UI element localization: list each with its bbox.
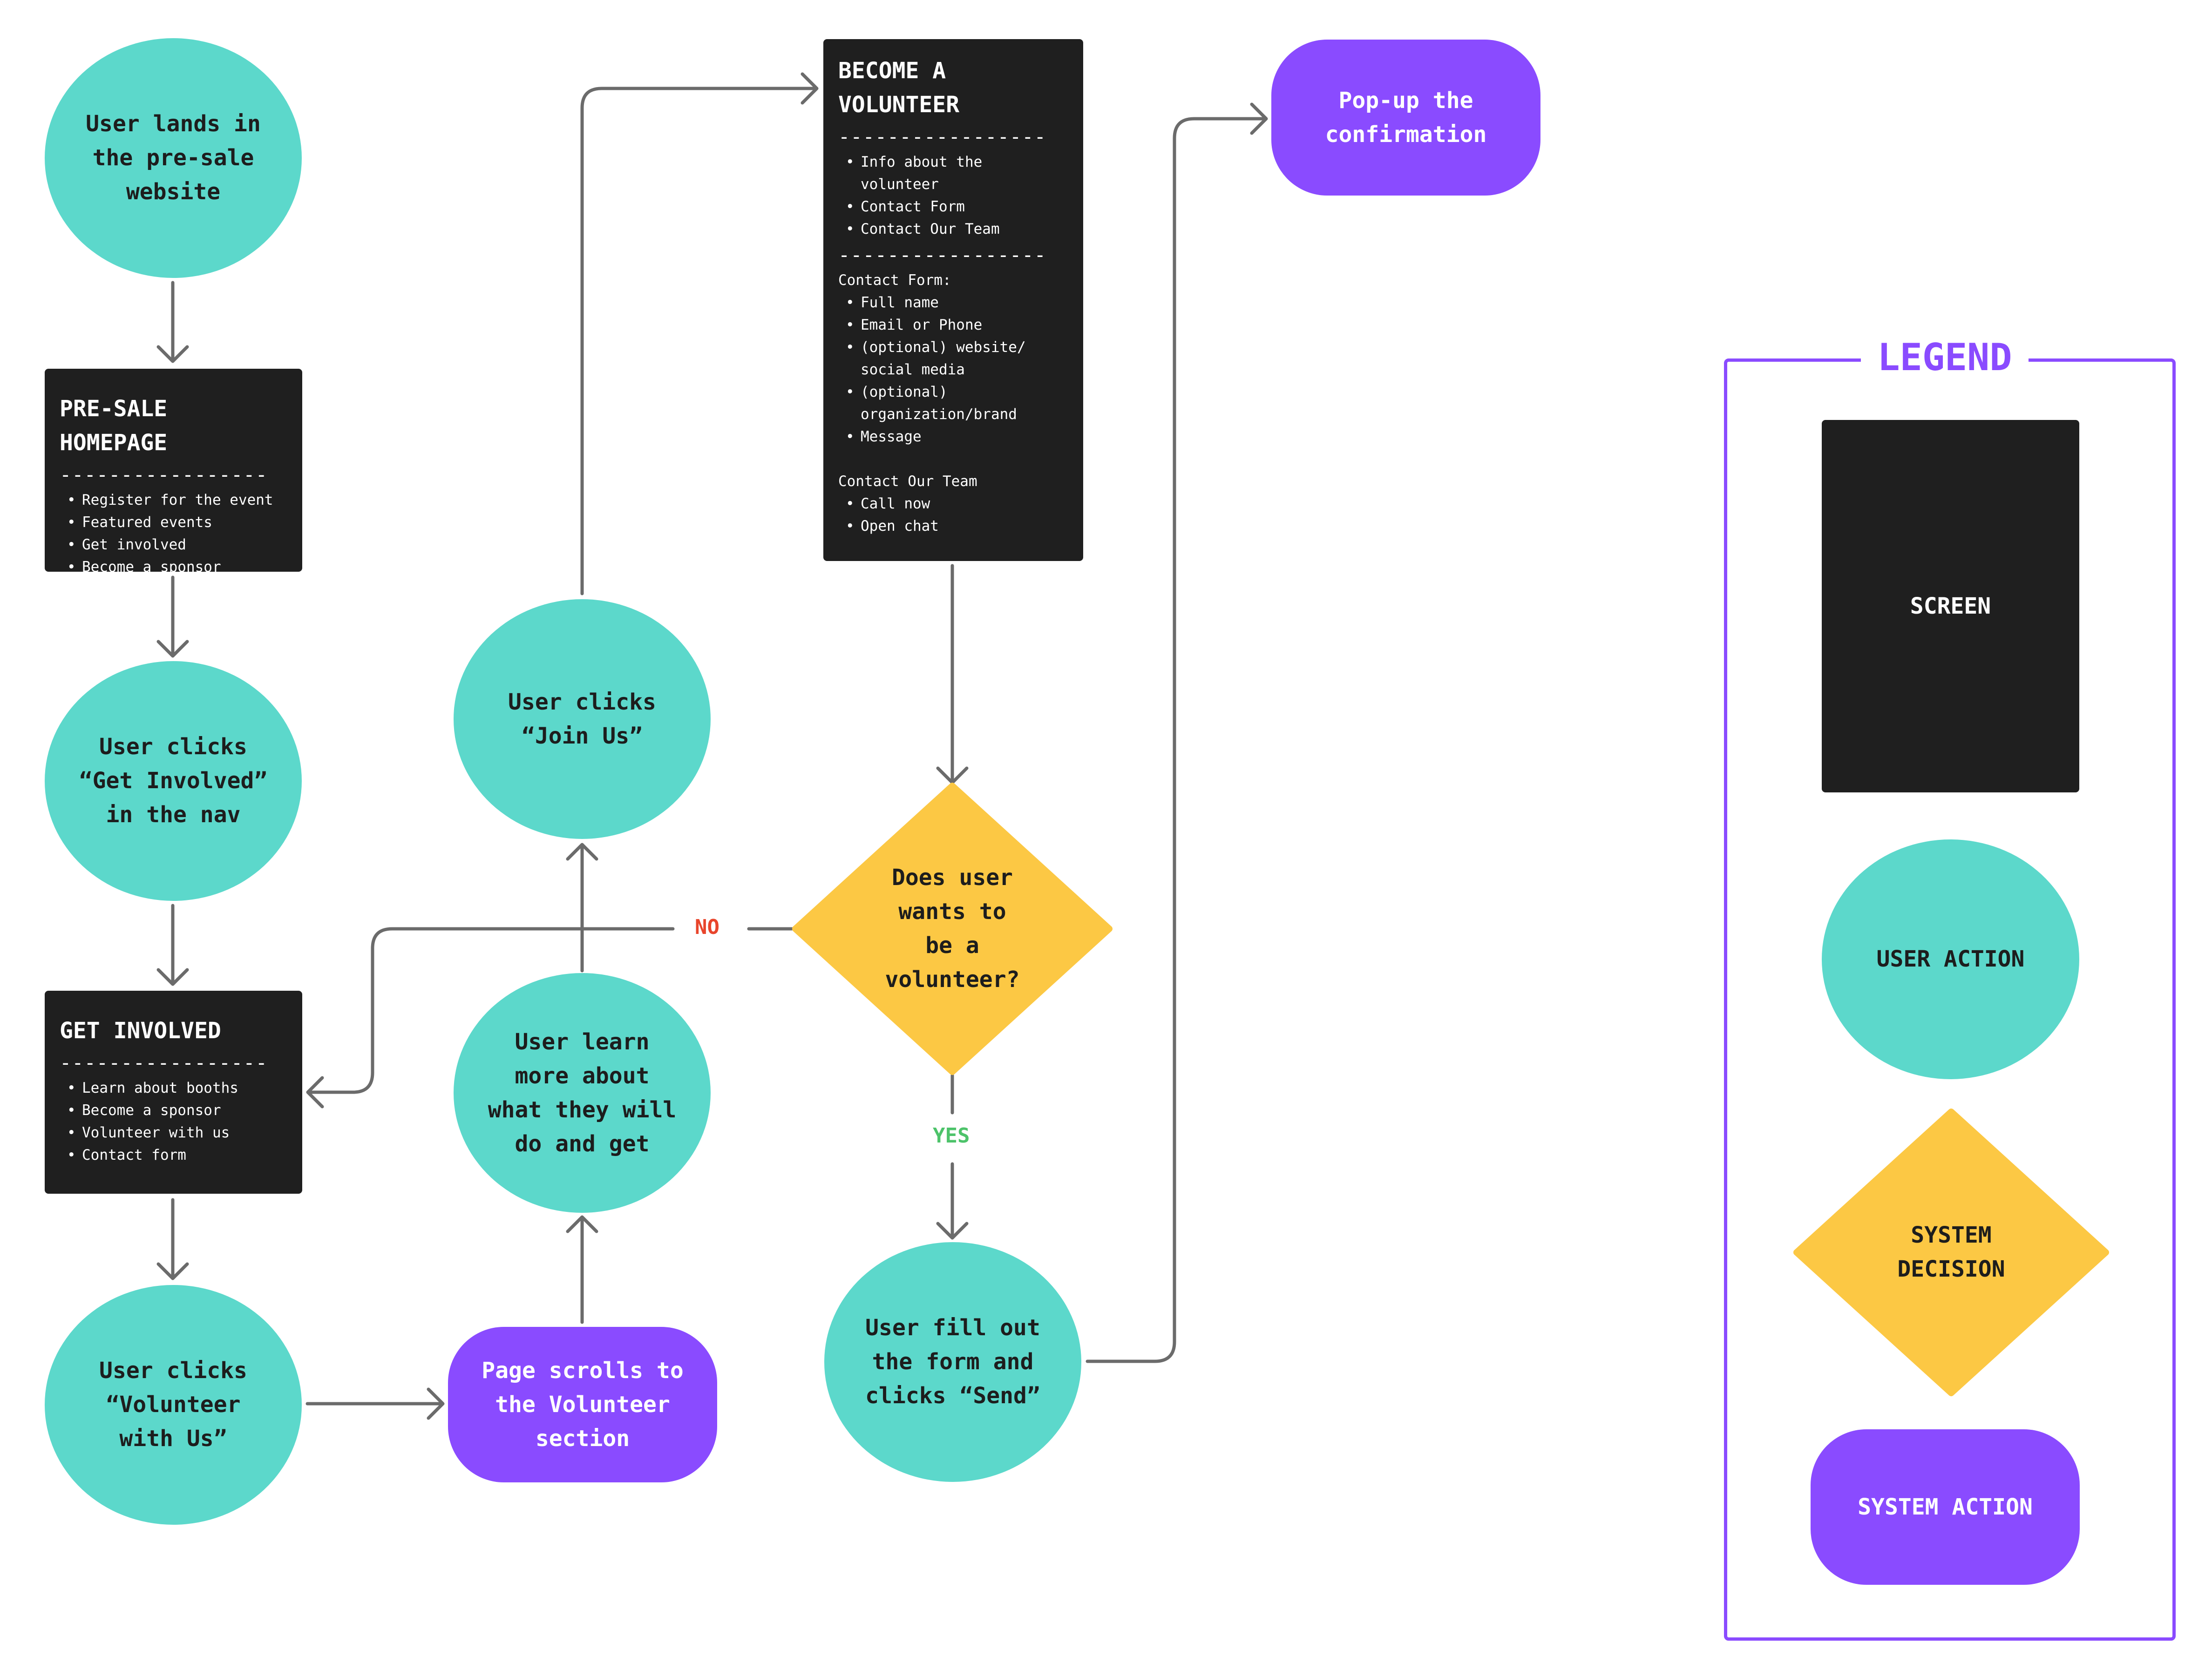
screen-item: Featured events [60, 511, 287, 534]
screen-become-volunteer: BECOME A VOLUNTEER ----------------- Inf… [823, 39, 1083, 561]
legend-system-action-label: SYSTEM ACTION [1858, 1494, 2033, 1520]
edge-label-yes: YES [926, 1124, 977, 1148]
legend-user-action-label: USER ACTION [1876, 946, 2025, 972]
screen-item: Email or Phone [838, 314, 1068, 336]
screen-get-involved: GET INVOLVED ----------------- Learn abo… [45, 991, 302, 1194]
screen-item: (optional) website/ social media [838, 336, 1068, 381]
screen-title: BECOME A VOLUNTEER [838, 58, 960, 118]
screen-item: (optional) organization/brand [838, 381, 1068, 426]
node-decision-volunteer: Does user wants to be a volunteer? [792, 782, 1113, 1075]
screen-title: PRE-SALE HOMEPAGE [60, 396, 168, 456]
screen-item: Full name [838, 291, 1068, 314]
node-user-clicks-get-involved: User clicks “Get Involved” in the nav [45, 661, 302, 901]
legend-user-action-swatch: USER ACTION [1822, 839, 2079, 1079]
screen-item-list: Info about the volunteer Contact Form Co… [838, 151, 1068, 240]
screen-item: Register for the event [60, 489, 287, 511]
screen-item: Become a sponsor [60, 1099, 287, 1122]
screen-item-list: Call now Open chat [838, 493, 1068, 537]
legend-system-decision-label: SYSTEM DECISION [1897, 1222, 2005, 1282]
screen-title: GET INVOLVED [60, 1018, 221, 1044]
screen-separator: ----------------- [60, 463, 268, 486]
legend-system-action-swatch: SYSTEM ACTION [1811, 1429, 2080, 1585]
screen-item: Become a sponsor [60, 556, 287, 578]
legend-diamond-shape [1793, 1109, 2109, 1396]
node-page-scrolls: Page scrolls to the Volunteer section [448, 1327, 717, 1482]
edge-decision-no-to-get-involved [306, 927, 794, 1094]
screen-separator: ----------------- [838, 243, 1046, 266]
screen-item: Contact form [60, 1144, 287, 1166]
node-user-clicks-join-text: User clicks “Join Us” [508, 689, 656, 749]
screen-item: Volunteer with us [60, 1122, 287, 1144]
screen-separator: ----------------- [838, 125, 1046, 148]
node-user-learn-more-text: User learn more about what they will do … [488, 1028, 677, 1157]
screen-separator: ----------------- [60, 1051, 268, 1074]
node-user-learn-more: User learn more about what they will do … [454, 973, 711, 1213]
legend-screen-label: SCREEN [1910, 593, 1991, 619]
node-user-fill-form: User fill out the form and clicks “Send” [824, 1242, 1081, 1482]
screen-item: Call now [838, 493, 1068, 515]
edge-fill-form-to-popup [1086, 117, 1268, 1363]
screen-item: Learn about booths [60, 1077, 287, 1099]
node-user-clicks-join: User clicks “Join Us” [454, 599, 711, 839]
node-user-clicks-volunteer-text: User clicks “Volunteer with Us” [99, 1358, 247, 1452]
legend-screen-swatch: SCREEN [1822, 420, 2079, 792]
screen-item-list: Learn about booths Become a sponsor Volu… [60, 1077, 287, 1166]
node-user-lands: User lands in the pre-sale website [45, 38, 302, 278]
node-user-clicks-volunteer: User clicks “Volunteer with Us” [45, 1285, 302, 1525]
legend-system-decision-swatch: SYSTEM DECISION [1793, 1108, 2110, 1397]
node-decision-text: Does user wants to be a volunteer? [885, 865, 1020, 993]
contact-form-label: Contact Form: [838, 272, 951, 289]
node-popup-text: Pop-up the confirmation [1325, 87, 1487, 148]
node-user-clicks-get-involved-text: User clicks “Get Involved” in the nav [79, 734, 268, 828]
node-user-fill-form-text: User fill out the form and clicks “Send” [865, 1315, 1040, 1409]
decision-diamond-shape [792, 783, 1113, 1075]
legend-title: LEGEND [1861, 331, 2029, 383]
edge-clicks-join-to-become-volunteer [580, 87, 818, 595]
screen-item: Contact Our Team [838, 218, 1068, 240]
screen-item: Contact Form [838, 196, 1068, 218]
screen-item: Get involved [60, 534, 287, 556]
screen-pre-sale-homepage: PRE-SALE HOMEPAGE ----------------- Regi… [45, 369, 302, 578]
node-user-lands-text: User lands in the pre-sale website [86, 111, 261, 205]
node-page-scrolls-text: Page scrolls to the Volunteer section [482, 1357, 684, 1452]
node-popup-confirmation: Pop-up the confirmation [1271, 40, 1540, 196]
screen-item: Message [838, 426, 1068, 448]
edge-label-no: NO [688, 915, 726, 939]
screen-item: Open chat [838, 515, 1068, 537]
contact-team-label: Contact Our Team [838, 473, 977, 490]
screen-item: Info about the volunteer [838, 151, 1068, 196]
screen-item-list: Full name Email or Phone (optional) webs… [838, 291, 1068, 448]
screen-item-list: Register for the event Featured events G… [60, 489, 287, 578]
